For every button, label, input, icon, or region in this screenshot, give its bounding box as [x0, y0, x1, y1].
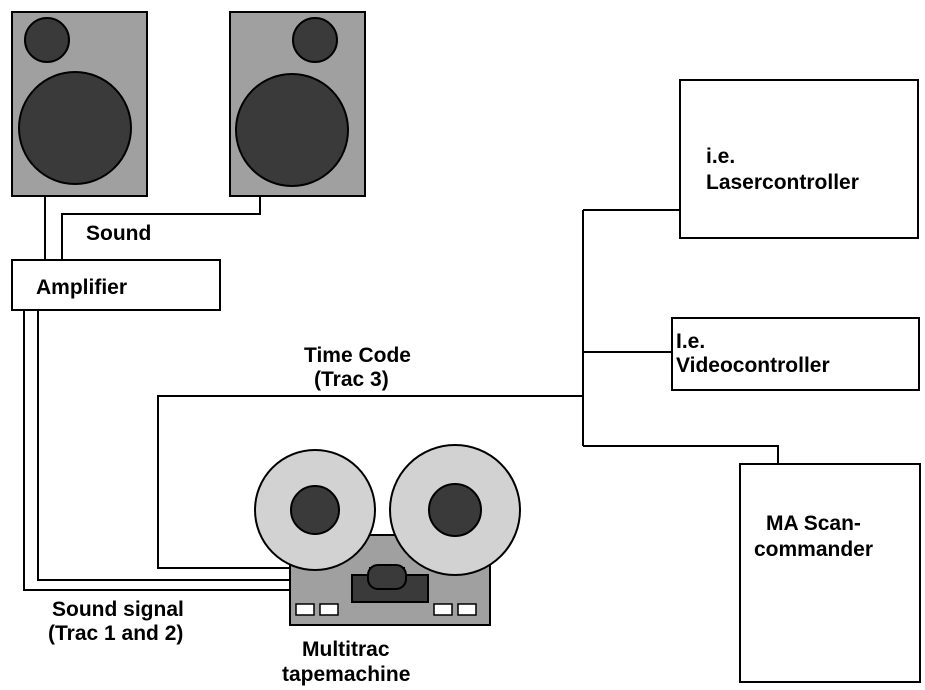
- video-controller-label-2: Videocontroller: [676, 354, 830, 377]
- left-speaker-tweeter: [24, 17, 70, 63]
- tape-machine-label-1: Multitrac: [302, 638, 390, 661]
- sound-signal-label: Sound signal: [52, 598, 184, 621]
- deck-button-3: [433, 603, 453, 616]
- scan-commander-label-2: commander: [754, 538, 873, 561]
- right-speaker: [229, 11, 366, 197]
- speaker-cables: [44, 196, 261, 260]
- laser-controller-label-1: i.e.: [706, 145, 735, 168]
- scan-commander-box: [739, 463, 921, 683]
- amplifier-box: [11, 259, 221, 311]
- right-reel-hub: [428, 483, 482, 537]
- deck-button-4: [457, 603, 477, 616]
- tape-head: [367, 564, 407, 590]
- time-code-label: Time Code: [304, 344, 411, 367]
- sound-signal-cables: [23, 310, 290, 591]
- video-controller-box: [671, 317, 920, 391]
- right-speaker-woofer: [235, 73, 349, 187]
- amplifier-label: Amplifier: [36, 276, 127, 299]
- left-reel-hub: [290, 485, 340, 535]
- deck-button-2: [319, 603, 339, 616]
- time-code-trac-label: (Trac 3): [314, 368, 389, 391]
- left-speaker-woofer: [18, 71, 132, 185]
- sound-signal-trac-label: (Trac 1 and 2): [48, 622, 183, 645]
- laser-controller-box: [679, 79, 919, 239]
- tape-machine-label-2: tapemachine: [282, 663, 410, 686]
- video-controller-label-1: I.e.: [676, 330, 705, 353]
- time-code-cables: [157, 209, 779, 569]
- deck-button-1: [295, 603, 315, 616]
- left-speaker: [11, 11, 148, 197]
- sound-label: Sound: [86, 222, 151, 245]
- right-speaker-tweeter: [292, 17, 338, 63]
- laser-controller-label-2: Lasercontroller: [706, 171, 859, 194]
- scan-commander-label-1: MA Scan-: [766, 512, 861, 535]
- tape-machine: [254, 444, 521, 626]
